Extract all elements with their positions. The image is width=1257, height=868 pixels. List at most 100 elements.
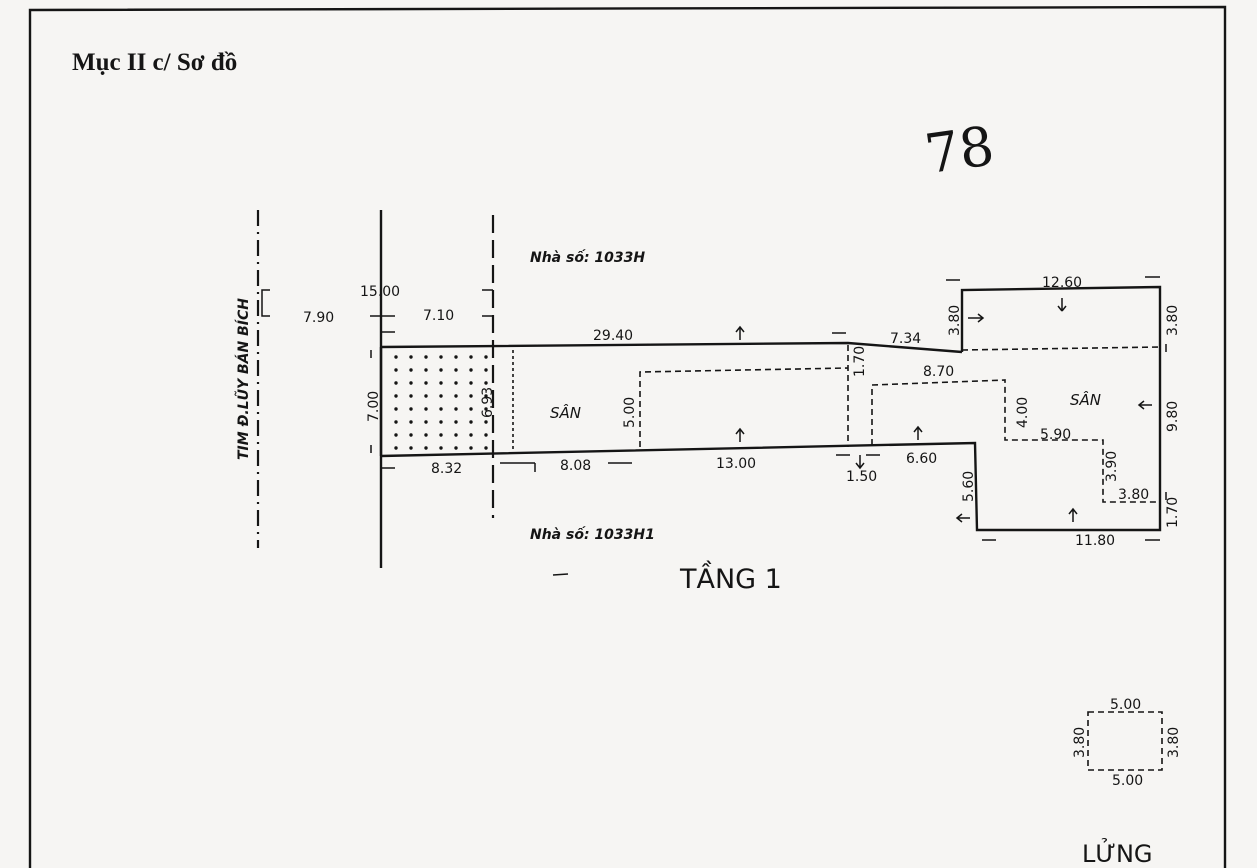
dimension-label: 11.80 [1075, 533, 1115, 549]
hatch-dot [394, 355, 398, 359]
hatch-dot [439, 381, 443, 385]
dimension-label: 12.60 [1042, 275, 1082, 291]
hatch-dot [484, 381, 488, 385]
hatch-dot [484, 368, 488, 372]
hatch-dot [484, 394, 488, 398]
dimension-label: 15.00 [360, 284, 400, 300]
dimension-label: 8.08 [560, 458, 591, 474]
neighbor-top-label: Nhà số: 1033H [530, 249, 645, 266]
dimension-labels: 15.00 7.90 7.10 7.00 6.93 8.32 8.08 29.4… [303, 275, 1181, 549]
handwritten-mark: 78 [921, 114, 998, 186]
hatch-dot [454, 420, 458, 424]
hatch-dot [484, 446, 488, 450]
hatch-dot [454, 433, 458, 437]
dimension-label: 7.00 [366, 391, 382, 422]
hatch-dot [424, 446, 428, 450]
hatch-dot [424, 381, 428, 385]
hatch-dot [454, 368, 458, 372]
hatch-dot [409, 368, 413, 372]
neighbor-bottom-label: Nhà số: 1033H1 [530, 526, 655, 543]
hatch-dot [454, 394, 458, 398]
dimension-label: 3.80 [1072, 727, 1088, 758]
lot-outline [380, 285, 1162, 532]
mezzanine-plan: 5.00 5.00 3.80 3.80 LỬNG [1072, 697, 1182, 868]
hatch-dot [469, 446, 473, 450]
dimension-label: 8.32 [431, 461, 462, 477]
hatch-dot [454, 407, 458, 411]
hatch-dot [439, 446, 443, 450]
dimension-label: 7.10 [423, 308, 454, 324]
hatch-dot [424, 355, 428, 359]
hatch-dot [394, 433, 398, 437]
hatch-dot [469, 420, 473, 424]
dimension-label: 4.00 [1015, 397, 1031, 428]
hatch-dot [439, 394, 443, 398]
yard-label: SÂN [550, 403, 581, 422]
hatch-dot [484, 407, 488, 411]
dimension-label: 1.70 [1165, 497, 1181, 528]
road-label: TIM Đ.LŨY BÁN BÍCH [234, 298, 252, 460]
hatch-dot [409, 394, 413, 398]
hatch-dot [469, 368, 473, 372]
hatch-dot [484, 433, 488, 437]
dimension-label: 3.80 [1166, 727, 1182, 758]
dimension-label: 7.34 [890, 331, 921, 347]
hatch-dot [469, 394, 473, 398]
bracket [261, 289, 270, 317]
dimension-label: 3.90 [1104, 451, 1120, 482]
hatch-dot [469, 433, 473, 437]
dimension-label: 8.70 [923, 364, 954, 380]
dimension-label: 7.90 [303, 310, 334, 326]
section-title: Mục II c/ Sơ đồ [72, 49, 237, 76]
hatch-dot [454, 381, 458, 385]
hatch-dot [394, 446, 398, 450]
hatch-dot [424, 420, 428, 424]
hatched-setback-area [394, 355, 488, 450]
floor-label: TẦNG 1 [679, 560, 782, 595]
dimension-label: 3.80 [1118, 487, 1149, 503]
hatch-dot [409, 407, 413, 411]
dimension-label: 29.40 [593, 328, 633, 344]
hatch-dot [394, 407, 398, 411]
hatch-dot [394, 368, 398, 372]
dimension-label: 5.60 [961, 471, 977, 502]
dimension-label: 5.00 [622, 397, 638, 428]
hatch-dot [409, 420, 413, 424]
hatch-dot [454, 446, 458, 450]
page-frame [28, 5, 1227, 868]
hatch-dot [439, 368, 443, 372]
hatch-dot [469, 355, 473, 359]
hatch-dot [439, 433, 443, 437]
hatch-dot [394, 381, 398, 385]
mezzanine-label: LỬNG [1082, 837, 1153, 868]
hatch-dot [409, 381, 413, 385]
dimension-label: 5.00 [1112, 773, 1143, 789]
hatch-dot [439, 407, 443, 411]
building-footprint-dashed [639, 345, 1161, 503]
hatch-dot [409, 433, 413, 437]
hatch-dot [439, 420, 443, 424]
hatch-dot [484, 355, 488, 359]
hatch-dot [439, 355, 443, 359]
hatch-dot [409, 446, 413, 450]
hatch-dot [484, 420, 488, 424]
dimension-label: 5.00 [1110, 697, 1141, 713]
dimension-label: 3.80 [1165, 305, 1181, 336]
dimension-label: 3.80 [947, 305, 963, 336]
yard-label: SÂN [1070, 390, 1101, 409]
dimension-label: 13.00 [716, 456, 756, 472]
hatch-dot [424, 394, 428, 398]
dimension-label: 6.60 [906, 451, 937, 467]
dimension-label: 6.93 [480, 387, 496, 418]
dimension-label: 1.70 [852, 346, 868, 377]
hatch-dot [394, 394, 398, 398]
hatch-dot [409, 355, 413, 359]
dimension-label: 9.80 [1165, 401, 1181, 432]
hatch-dot [424, 368, 428, 372]
hatch-dot [394, 420, 398, 424]
dimension-label: 5.90 [1040, 427, 1071, 443]
hatch-dot [469, 407, 473, 411]
hatch-dot [424, 407, 428, 411]
